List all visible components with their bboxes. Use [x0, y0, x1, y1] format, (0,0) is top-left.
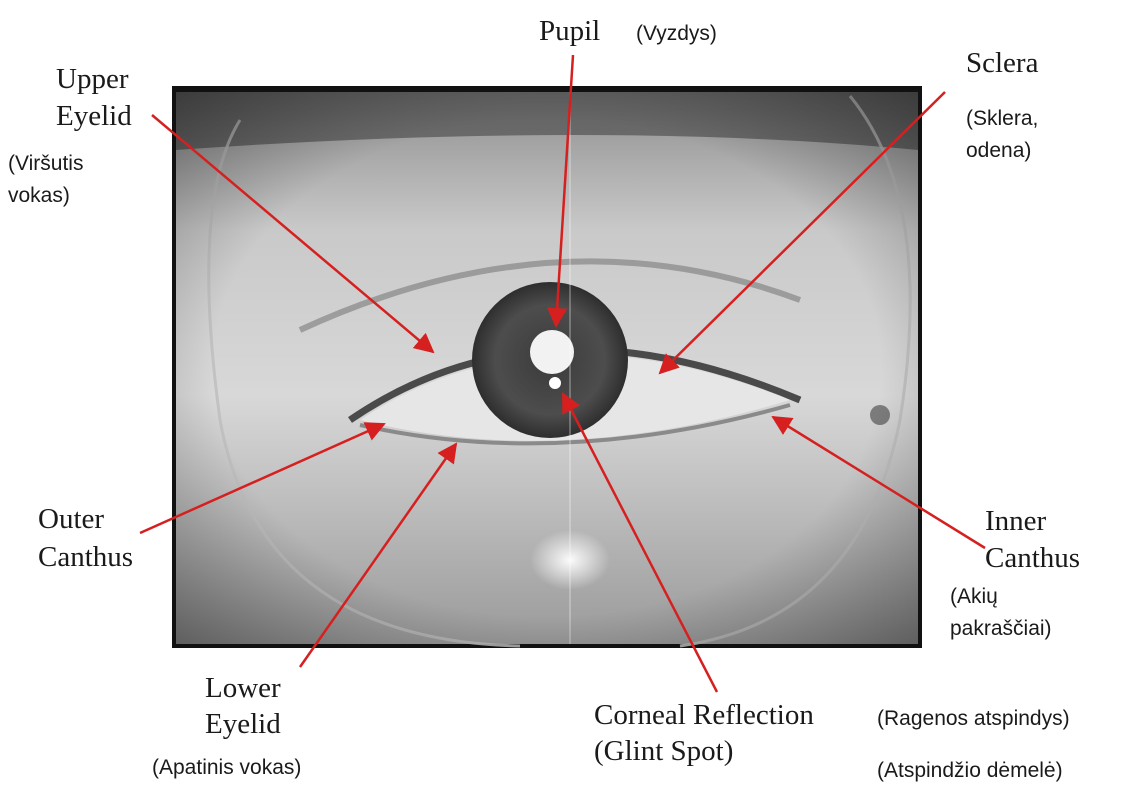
label-sclera-lt-2: odena): [966, 139, 1031, 162]
label-upper-eyelid-lt-1: (Viršutis: [8, 152, 83, 175]
label-lower-eyelid-en-1: Lower: [205, 672, 281, 704]
label-pupil-lt: (Vyzdys): [636, 22, 717, 45]
label-lower-eyelid-lt: (Apatinis vokas): [152, 756, 301, 779]
label-corneal-reflection-lt-2: (Atspindžio dėmelė): [877, 759, 1063, 782]
label-inner-canthus-lt-1: (Akių: [950, 585, 998, 608]
label-inner-canthus-lt-2: pakraščiai): [950, 617, 1052, 640]
label-lower-eyelid-en-2: Eyelid: [205, 708, 281, 740]
label-outer-canthus-en-1: Outer: [38, 503, 104, 535]
label-inner-canthus-en-2: Canthus: [985, 542, 1080, 574]
label-pupil-en: Pupil: [539, 15, 600, 47]
label-sclera-lt-1: (Sklera,: [966, 107, 1038, 130]
label-corneal-reflection-en-1: Corneal Reflection: [594, 699, 814, 731]
label-inner-canthus-en-1: Inner: [985, 505, 1047, 537]
label-upper-eyelid-en-1: Upper: [56, 63, 129, 95]
label-upper-eyelid-lt-2: vokas): [8, 184, 70, 207]
label-corneal-reflection-en-2: (Glint Spot): [594, 735, 733, 767]
label-sclera-en: Sclera: [966, 47, 1039, 79]
photo-vignette: [176, 92, 918, 644]
label-outer-canthus-en-2: Canthus: [38, 541, 133, 573]
label-corneal-reflection-lt-1: (Ragenos atspindys): [877, 707, 1070, 730]
eye-photograph: [172, 86, 922, 648]
label-upper-eyelid-en-2: Eyelid: [56, 100, 132, 132]
